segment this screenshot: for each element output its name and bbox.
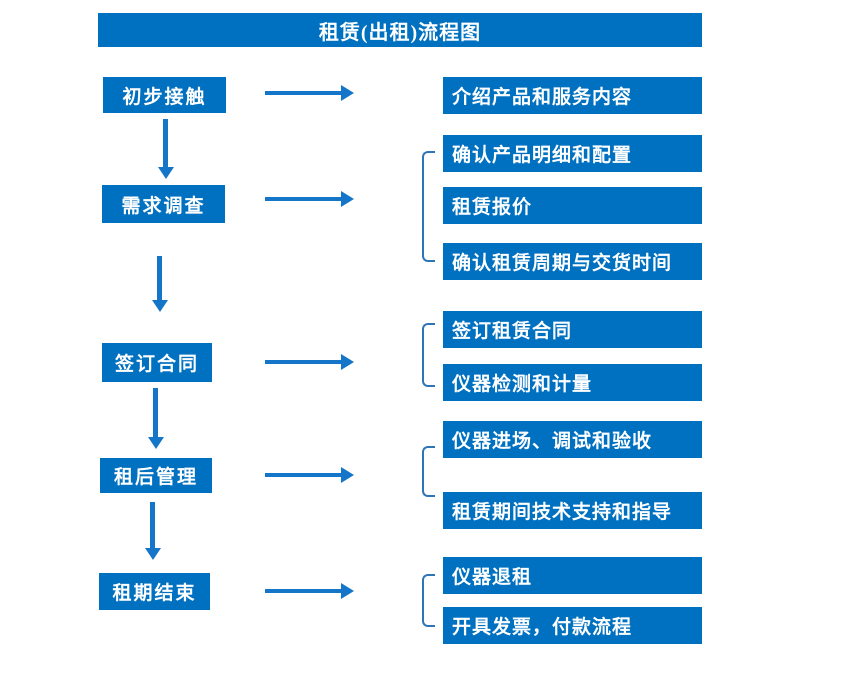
detail-box-confirm-period: 确认租赁周期与交货时间 [443, 243, 702, 280]
bracket-connector-3 [422, 323, 435, 387]
arrow-shaft [163, 119, 168, 167]
detail-box-instrument-calibration: 仪器检测和计量 [443, 364, 702, 401]
arrow-shaft [157, 256, 162, 300]
arrow-shaft [265, 91, 341, 95]
detail-box-intro-products: 介绍产品和服务内容 [443, 77, 702, 114]
arrow-head [341, 354, 354, 370]
right-arrow-icon-3 [265, 354, 354, 370]
down-arrow-icon-2 [151, 256, 168, 312]
arrow-head [341, 191, 354, 207]
detail-box-instrument-return: 仪器退租 [443, 557, 702, 594]
right-arrow-icon-4 [265, 467, 354, 483]
bracket-connector-5 [422, 574, 435, 627]
detail-box-sign-rental-contract: 签订租赁合同 [443, 311, 702, 348]
arrow-head [157, 167, 174, 179]
down-arrow-icon-4 [144, 502, 161, 560]
stage-box-post-rental-management: 租后管理 [100, 458, 212, 493]
stage-box-demand-survey: 需求调查 [102, 185, 225, 223]
arrow-shaft [150, 502, 155, 548]
detail-box-invoice-payment: 开具发票，付款流程 [443, 607, 702, 644]
bracket-connector-2 [422, 151, 435, 262]
arrow-head [151, 300, 168, 312]
arrow-head [341, 583, 354, 599]
title-bar: 租赁(出租)流程图 [98, 13, 702, 47]
arrow-shaft [265, 589, 341, 593]
stage-box-initial-contact: 初步接触 [103, 77, 226, 113]
right-arrow-icon-5 [265, 583, 354, 599]
stage-box-rental-end: 租期结束 [99, 573, 210, 610]
arrow-head [144, 548, 161, 560]
right-arrow-icon-2 [265, 191, 354, 207]
down-arrow-icon-3 [147, 388, 164, 449]
arrow-shaft [265, 197, 341, 201]
stage-box-sign-contract: 签订合同 [102, 343, 212, 382]
arrow-head [341, 467, 354, 483]
arrow-shaft [265, 473, 341, 477]
detail-box-rental-quote: 租赁报价 [443, 187, 702, 224]
detail-box-confirm-config: 确认产品明细和配置 [443, 135, 702, 172]
arrow-shaft [265, 360, 341, 364]
arrow-head [147, 437, 164, 449]
detail-box-instrument-setup: 仪器进场、调试和验收 [443, 421, 702, 458]
page-title: 租赁(出租)流程图 [318, 21, 482, 44]
bracket-connector-4 [422, 446, 435, 497]
right-arrow-icon-1 [265, 85, 354, 101]
down-arrow-icon-1 [157, 119, 174, 179]
arrow-shaft [153, 388, 158, 437]
detail-box-tech-support: 租赁期间技术支持和指导 [443, 492, 702, 529]
arrow-head [341, 85, 354, 101]
